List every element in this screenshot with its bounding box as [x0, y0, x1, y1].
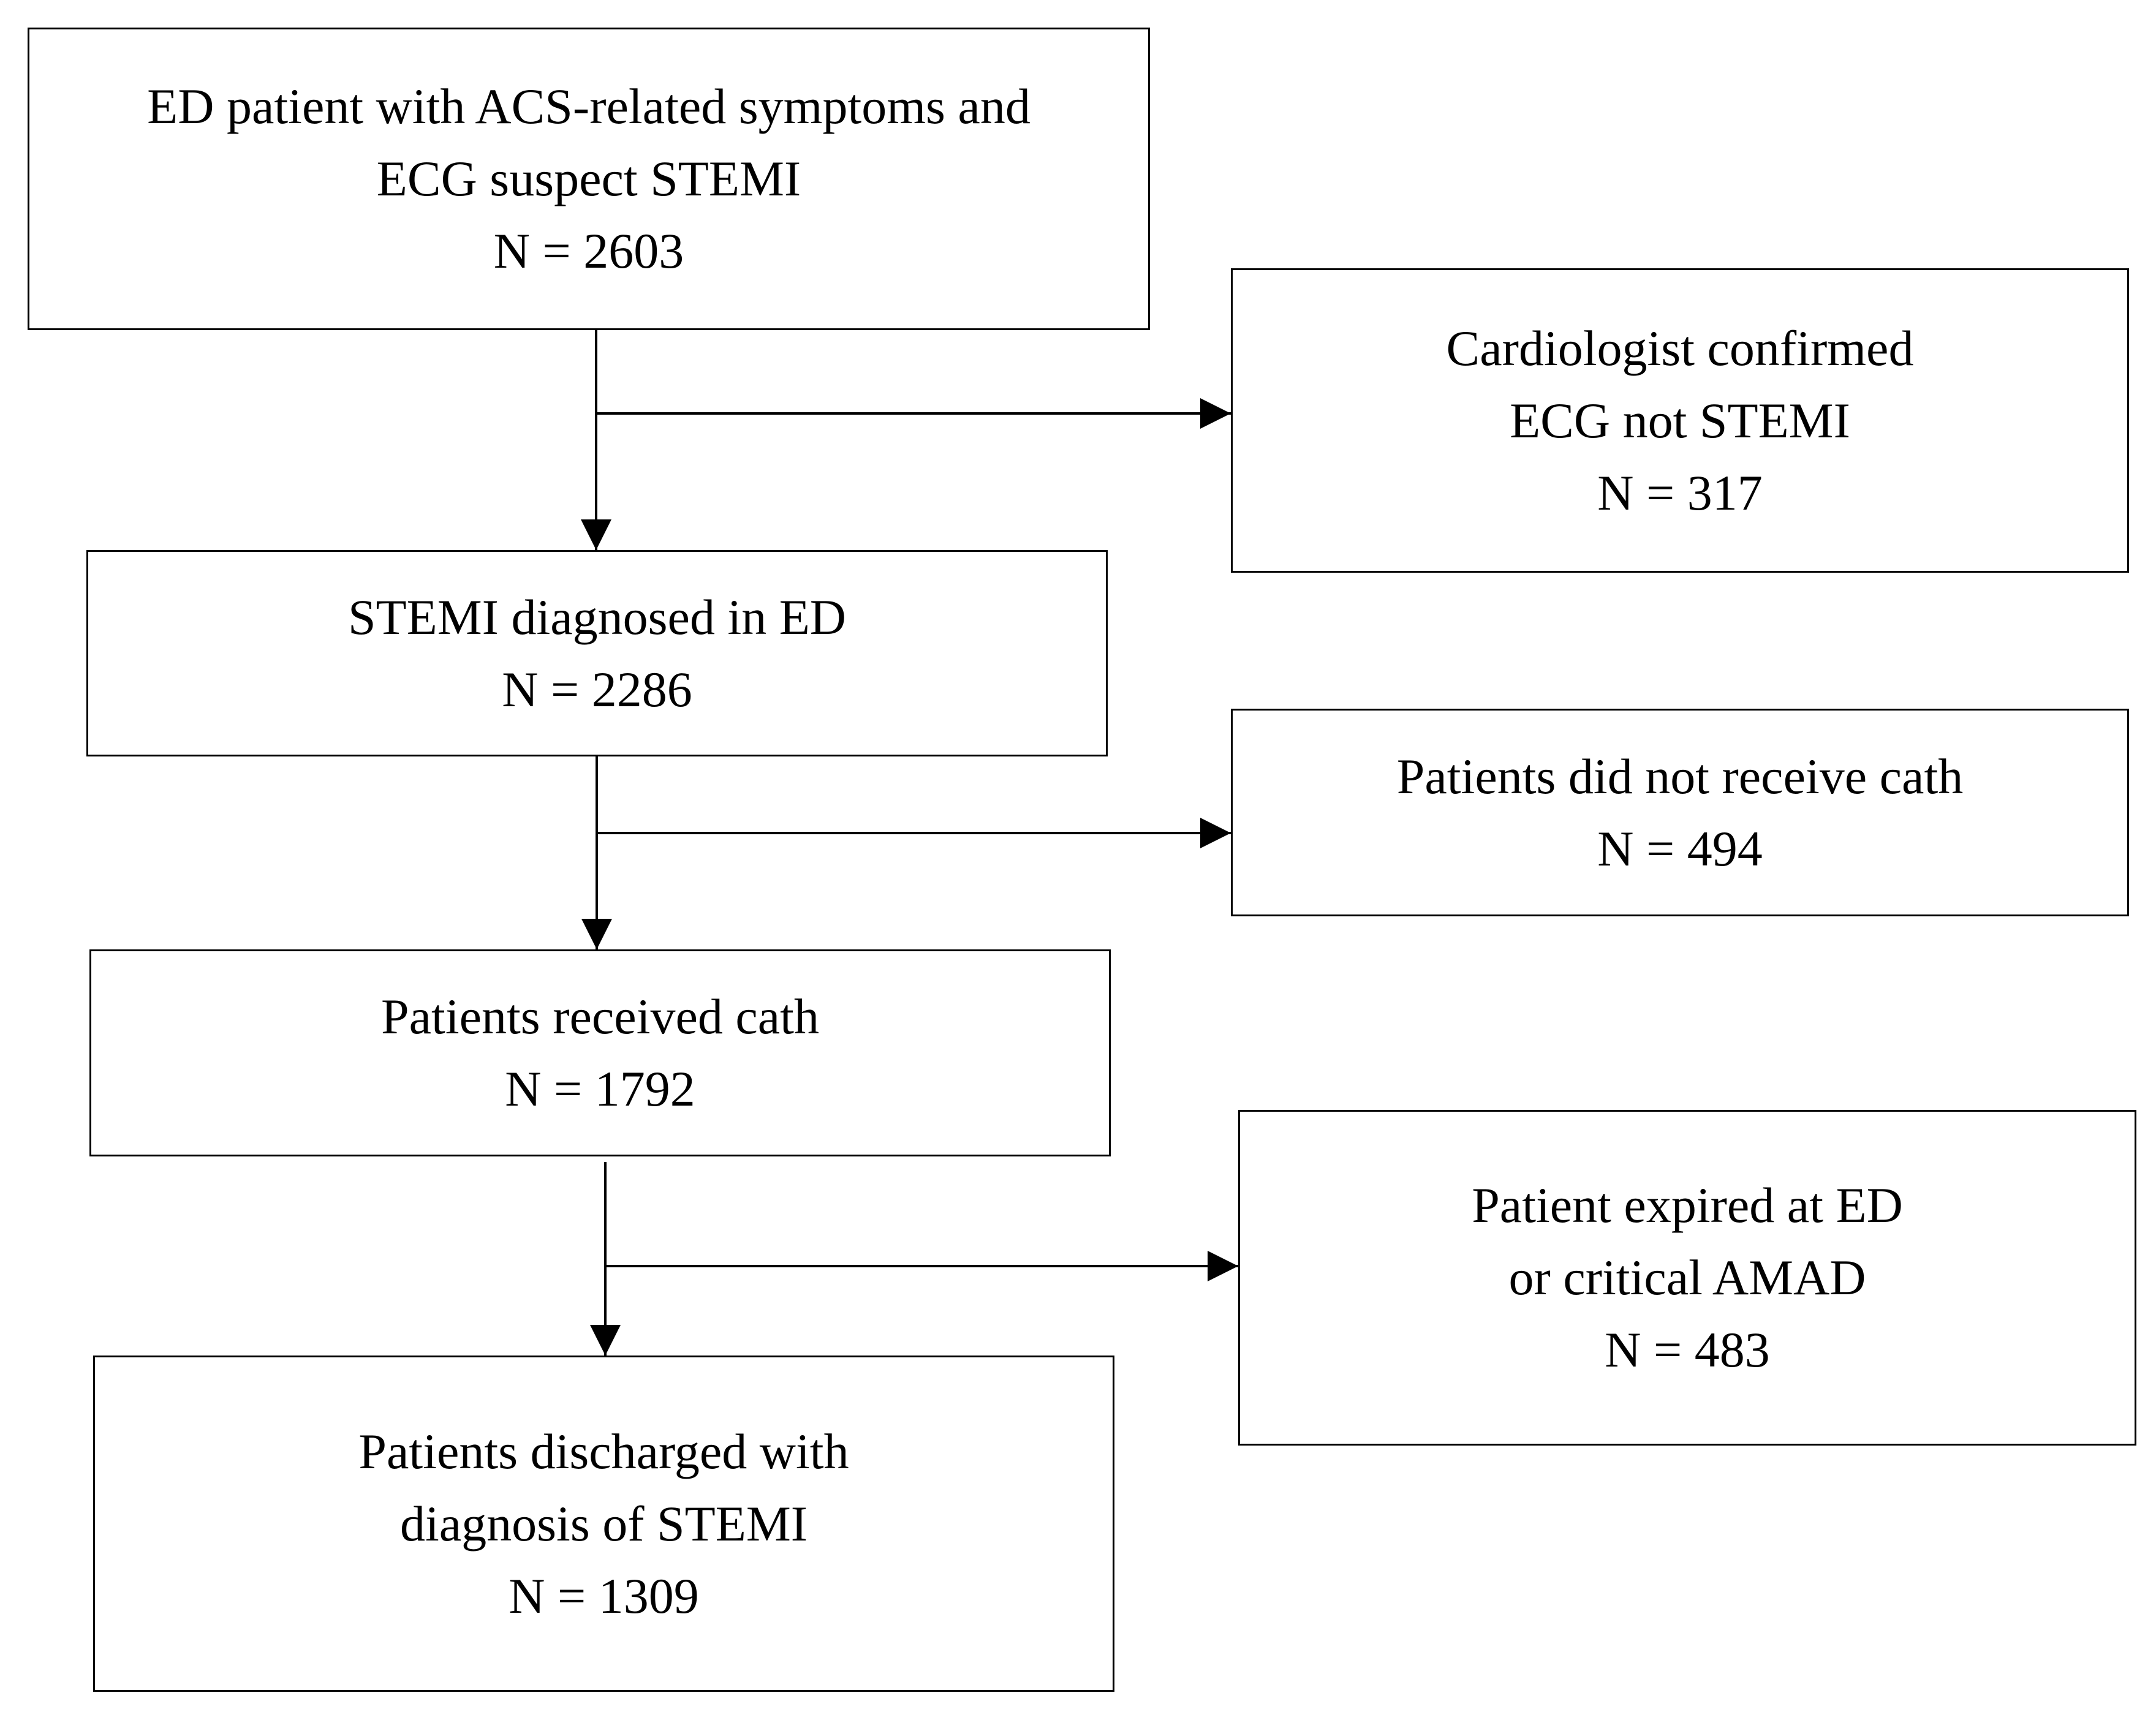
arrowhead-diagnosed-to-cath [581, 919, 612, 949]
exclusion-1-count: N = 317 [1597, 464, 1763, 521]
discharged-line-1: Patients discharged with [358, 1423, 849, 1479]
exclusion-1-line-1: Cardiologist confirmed [1446, 320, 1914, 376]
received-cath-line-1: Patients received cath [381, 989, 819, 1044]
exclusion-3-count: N = 483 [1605, 1322, 1770, 1378]
start-box-count: N = 2603 [493, 223, 684, 279]
exclusion-box-expired: Patient expired at ED or critical AMAD N… [1238, 1110, 2136, 1446]
discharged-box: Patients discharged with diagnosis of ST… [93, 1356, 1114, 1692]
exclusion-box-no-cath: Patients did not receive cath N = 494 [1231, 709, 2129, 916]
exclusion-3-line-1: Patient expired at ED [1472, 1177, 1903, 1233]
arrowhead-start-to-diagnosed [581, 519, 611, 550]
arrowhead-branch-to-exclusion-3 [1208, 1251, 1238, 1281]
stemi-diagnosed-count: N = 2286 [502, 661, 692, 717]
exclusion-3-line-2: or critical AMAD [1508, 1250, 1866, 1305]
exclusion-1-line-2: ECG not STEMI [1510, 392, 1850, 448]
start-box-line-2: ECG suspect STEMI [376, 151, 801, 206]
arrowhead-branch-to-exclusion-2 [1200, 818, 1231, 848]
stemi-diagnosed-box: STEMI diagnosed in ED N = 2286 [86, 550, 1108, 756]
exclusion-2-line-1: Patients did not receive cath [1396, 748, 1964, 804]
arrowhead-cath-to-discharged [590, 1325, 621, 1356]
exclusion-box-not-stemi: Cardiologist confirmed ECG not STEMI N =… [1231, 268, 2129, 573]
discharged-count: N = 1309 [509, 1567, 699, 1624]
discharged-line-2: diagnosis of STEMI [399, 1495, 808, 1552]
received-cath-box: Patients received cath N = 1792 [89, 949, 1111, 1156]
received-cath-count: N = 1792 [505, 1061, 695, 1117]
start-box: ED patient with ACS-related symptoms and… [28, 28, 1150, 330]
stemi-diagnosed-line-1: STEMI diagnosed in ED [347, 589, 847, 645]
start-box-line-1: ED patient with ACS-related symptoms and [147, 78, 1031, 134]
arrowhead-branch-to-exclusion-1 [1200, 398, 1231, 429]
exclusion-2-count: N = 494 [1597, 820, 1763, 877]
